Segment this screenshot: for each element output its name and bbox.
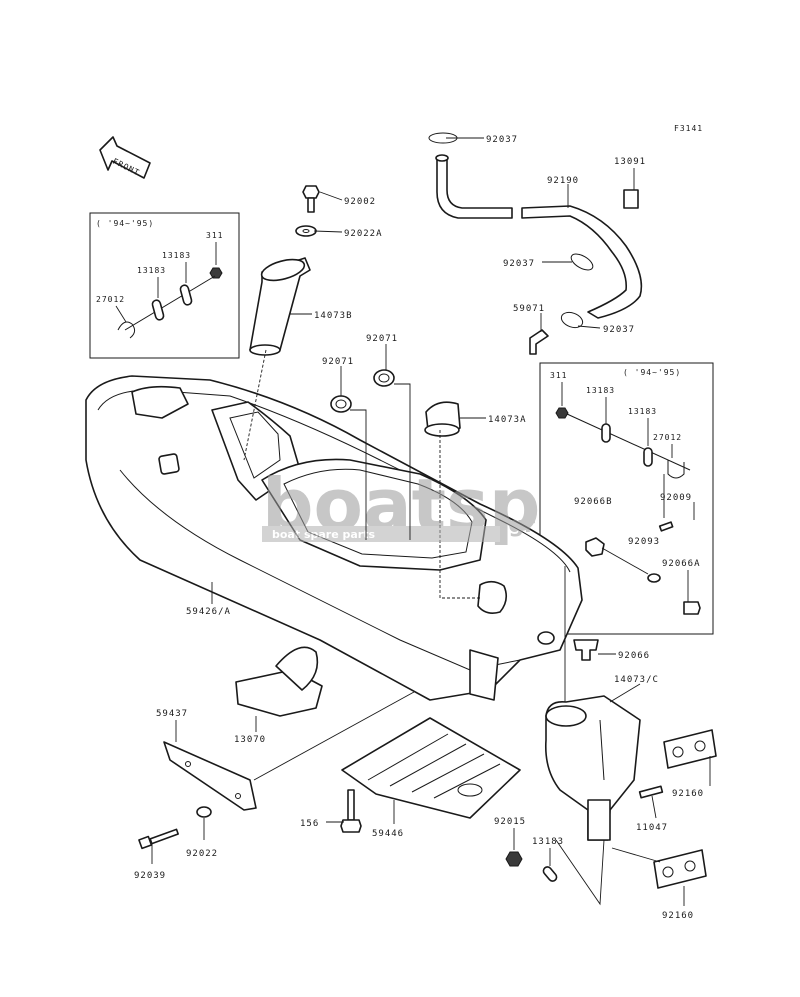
part-label: 92015 xyxy=(494,817,526,827)
mount-upper xyxy=(663,729,717,769)
fitting-icon xyxy=(529,329,549,355)
part-label: 59426/A xyxy=(186,607,231,617)
part-label: 14073A xyxy=(488,415,527,425)
nut-icon xyxy=(209,267,223,279)
watermark: boatsp .gr boat spare parts xyxy=(262,463,540,547)
clamp-icon xyxy=(570,253,594,271)
hose-part xyxy=(428,132,643,355)
mount-lower xyxy=(653,849,707,889)
part-label: 92066A xyxy=(662,559,701,569)
pin-icon xyxy=(151,299,165,321)
part-label: 92071 xyxy=(322,357,354,367)
washer-icon xyxy=(196,806,212,818)
part-label: 92066B xyxy=(574,497,613,507)
inset-right-part-27012: 27012 xyxy=(653,433,682,442)
part-label: 92160 xyxy=(662,911,694,921)
cap-part xyxy=(424,401,461,437)
part-label: 13091 xyxy=(614,157,646,167)
pin-icon xyxy=(542,866,558,882)
inset-left-part-13183a: 13183 xyxy=(162,251,191,260)
bolt-156 xyxy=(340,789,362,833)
part-label: 59071 xyxy=(513,304,545,314)
inset-right-box: ( '94~'95) 311 13183 13183 27012 xyxy=(539,362,714,635)
part-label: 92022A xyxy=(344,229,383,239)
grommet-icon xyxy=(373,369,395,387)
grommet-icon xyxy=(330,395,352,413)
part-label: 92190 xyxy=(547,176,579,186)
inset-left-part-311: 311 xyxy=(206,231,223,240)
leader-lines xyxy=(151,137,711,906)
part-label: 92066 xyxy=(618,651,650,661)
part-label: 14073/C xyxy=(614,675,659,685)
part-label: 92071 xyxy=(366,334,398,344)
part-label: 92039 xyxy=(134,871,166,881)
watermark-tagline: boat spare parts xyxy=(272,528,375,541)
intake-grate-part xyxy=(341,717,521,819)
part-label: 92093 xyxy=(628,537,660,547)
clamp-icon xyxy=(560,311,584,329)
inset-left-box: ( '94~'95) 311 13183 13183 27012 xyxy=(89,212,240,359)
part-label: 11047 xyxy=(636,823,668,833)
clip-icon xyxy=(117,321,136,339)
inset-left-part-13183b: 13183 xyxy=(137,266,166,275)
plug-icon xyxy=(573,639,599,661)
part-label: 92009 xyxy=(660,493,692,503)
inset-left-years: ( '94~'95) xyxy=(96,219,154,228)
pin-icon xyxy=(643,447,653,467)
part-label: 92160 xyxy=(672,789,704,799)
filler-neck-part xyxy=(249,185,320,356)
clip-13091-icon xyxy=(623,189,639,209)
front-arrow-icon: FRONT xyxy=(99,136,151,179)
strip-part xyxy=(163,741,257,811)
fasteners-right xyxy=(585,521,701,615)
part-label: 156 xyxy=(300,819,319,829)
washer-icon xyxy=(295,225,317,237)
part-label: 92002 xyxy=(344,197,376,207)
watermark-suffix: .gr xyxy=(500,513,535,538)
part-label: 92037 xyxy=(503,259,535,269)
part-label: 14073B xyxy=(314,311,353,321)
cover-part xyxy=(235,646,323,717)
inset-left-part-27012: 27012 xyxy=(96,295,125,304)
bolt-icon xyxy=(638,785,664,799)
pin-icon xyxy=(179,284,193,306)
pin-icon xyxy=(601,423,611,443)
part-label: 92022 xyxy=(186,849,218,859)
part-label: 92037 xyxy=(603,325,635,335)
nut-icon xyxy=(555,407,569,419)
part-label: 59437 xyxy=(156,709,188,719)
nut-icon xyxy=(505,851,523,867)
part-label: 13183 xyxy=(532,837,564,847)
inset-right-years: ( '94~'95) xyxy=(623,368,681,377)
part-label: 13070 xyxy=(234,735,266,745)
inset-right-part-311: 311 xyxy=(550,371,567,380)
clip-icon xyxy=(667,460,685,479)
diagram-code: F3141 xyxy=(674,124,703,133)
inset-right-part-13183a: 13183 xyxy=(586,386,615,395)
inset-right-part-13183b: 13183 xyxy=(628,407,657,416)
bolt-92039 xyxy=(138,828,179,850)
part-label: 92037 xyxy=(486,135,518,145)
resonator-part xyxy=(544,695,641,841)
part-label: 59446 xyxy=(372,829,404,839)
